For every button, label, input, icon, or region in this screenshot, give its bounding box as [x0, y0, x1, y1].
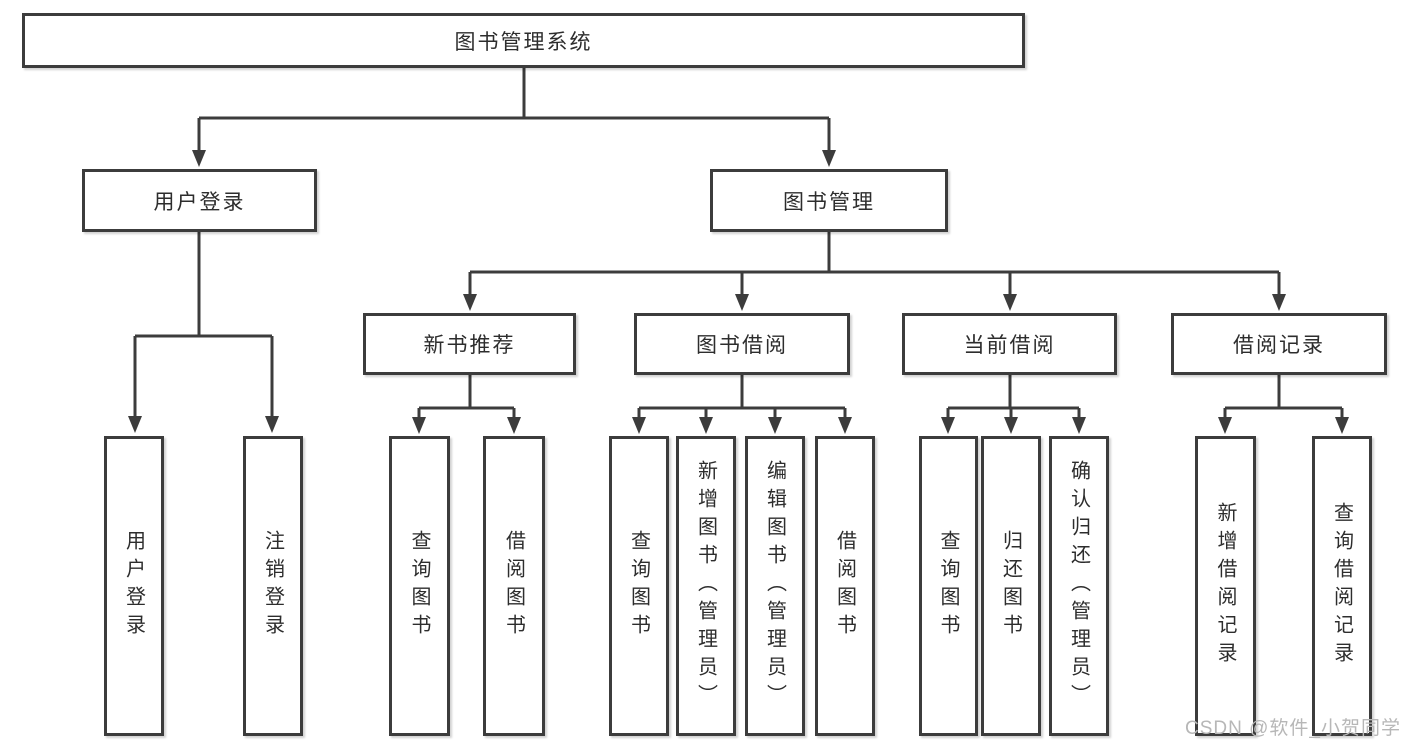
leaf-edit-book-admin: 编辑图书（管理员） — [745, 436, 805, 736]
node-borrowing-records: 借阅记录 — [1171, 313, 1387, 375]
node-new-book-recommend: 新书推荐 — [363, 313, 576, 375]
node-book-management: 图书管理 — [710, 169, 948, 232]
leaf-borrow-books-recommend: 借阅图书 — [483, 436, 545, 736]
leaf-add-book-admin: 新增图书（管理员） — [676, 436, 736, 736]
leaf-logout: 注销登录 — [243, 436, 303, 736]
leaf-user-login: 用户登录 — [104, 436, 164, 736]
csdn-watermark: CSDN @软件_小贺同学 — [1185, 718, 1401, 739]
leaf-return-book: 归还图书 — [981, 436, 1041, 736]
node-root: 图书管理系统 — [22, 13, 1025, 68]
node-user-login: 用户登录 — [82, 169, 317, 232]
leaf-query-books-current: 查询图书 — [919, 436, 978, 736]
node-book-borrowing: 图书借阅 — [634, 313, 850, 375]
node-current-borrowing: 当前借阅 — [902, 313, 1117, 375]
leaf-borrow-books-borrowing: 借阅图书 — [815, 436, 875, 736]
arrowheads — [128, 150, 1349, 434]
leaf-query-books-borrowing: 查询图书 — [609, 436, 669, 736]
leaf-query-borrow-record: 查询借阅记录 — [1312, 436, 1372, 736]
leaf-query-books-recommend: 查询图书 — [389, 436, 450, 736]
leaf-confirm-return-admin: 确认归还（管理员） — [1049, 436, 1109, 736]
leaf-add-borrow-record: 新增借阅记录 — [1195, 436, 1256, 736]
